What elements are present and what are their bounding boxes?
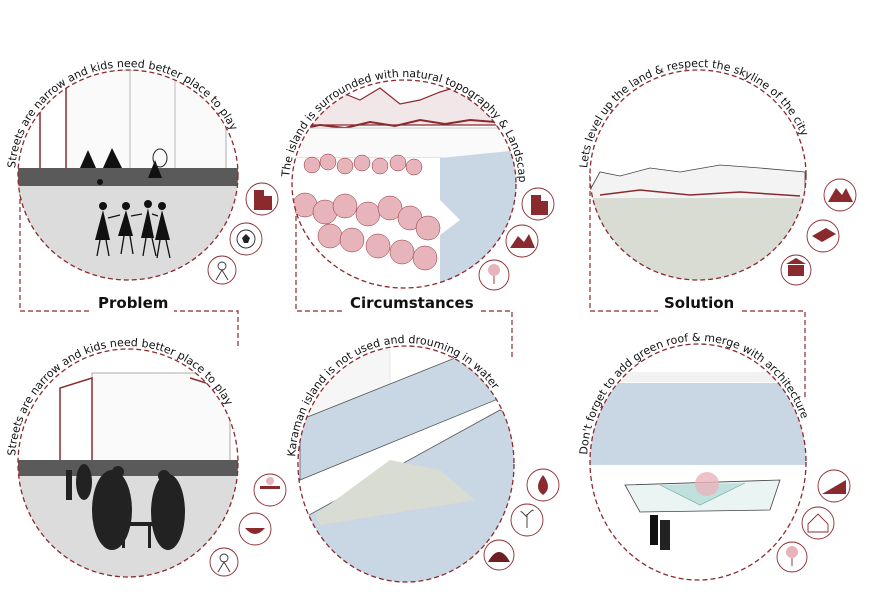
panel-green-roof (589, 343, 807, 581)
panel-circumstances-top (291, 79, 517, 289)
soil-pile-icon (483, 539, 515, 571)
tree-icon (776, 541, 808, 573)
land-slab-icon (806, 219, 840, 253)
child-icon (207, 255, 237, 285)
sprout-icon (510, 503, 544, 537)
building-icon (521, 187, 555, 221)
mountain-icon (823, 178, 857, 212)
child-icon (209, 547, 239, 577)
panel-problem-top (17, 69, 239, 281)
mountain-icon (505, 224, 539, 258)
tree-icon (478, 259, 510, 291)
building-icon (245, 182, 279, 216)
panel-karaman-island (297, 345, 515, 583)
soccer-ball-icon (229, 222, 263, 256)
heading-solution: Solution (658, 294, 741, 312)
museum-icon (780, 254, 812, 286)
picnic-table-icon (253, 473, 287, 507)
heading-problem: Problem (92, 294, 175, 312)
water-drop-icon (526, 468, 560, 502)
slope-icon (817, 469, 851, 503)
panel-problem-bottom (17, 348, 239, 578)
green-house-icon (801, 506, 835, 540)
heading-circumstances: Circumstances (344, 294, 480, 312)
food-bowl-icon (238, 512, 272, 546)
